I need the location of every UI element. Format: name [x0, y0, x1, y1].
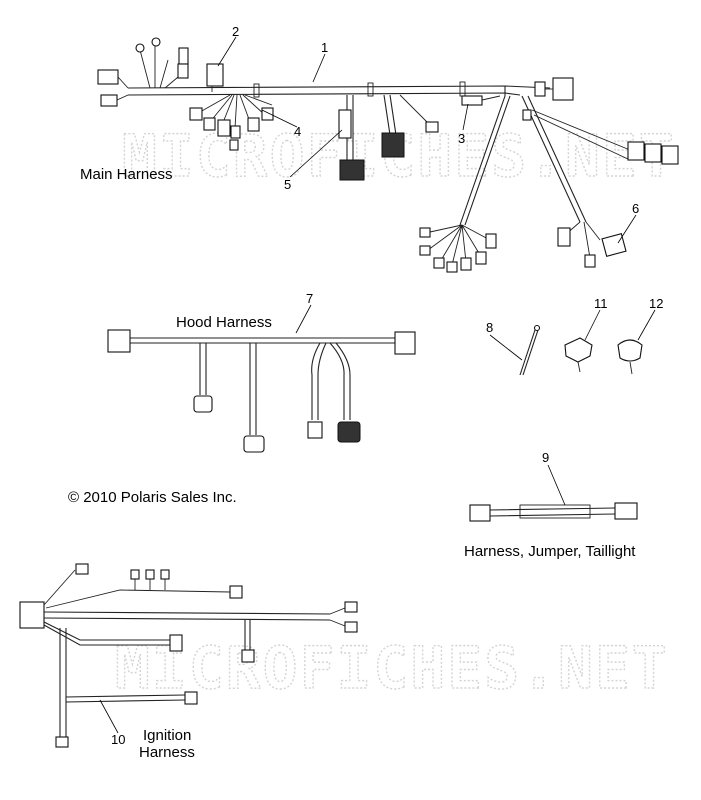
clip [617, 339, 643, 362]
connector [460, 257, 472, 271]
connector [307, 421, 323, 439]
callout-6: 6 [632, 201, 639, 216]
relay [627, 141, 645, 161]
callout-12: 12 [649, 296, 663, 311]
connector [189, 107, 203, 121]
connector [557, 227, 571, 247]
connector [229, 139, 239, 151]
hood-harness [107, 329, 416, 453]
callout-2: 2 [232, 24, 239, 39]
connector [337, 421, 361, 443]
caption-jumper-harness: Harness, Jumper, Taillight [464, 543, 636, 560]
connector [469, 504, 491, 522]
connector [193, 395, 213, 413]
connector [425, 121, 439, 133]
connector [419, 245, 431, 256]
connector [534, 81, 546, 97]
connector [19, 601, 45, 629]
callout-10: 10 [111, 732, 125, 747]
connector [522, 109, 532, 121]
ring-terminal [135, 43, 145, 53]
taillight-jumper-harness [469, 502, 638, 522]
connector [461, 95, 483, 106]
connector [584, 254, 596, 268]
connector [206, 63, 224, 87]
callout-4: 4 [294, 124, 301, 139]
relay [661, 145, 679, 165]
callout-11: 11 [594, 296, 608, 311]
main-harness [97, 37, 679, 273]
connector [203, 117, 216, 131]
callout-3: 3 [458, 131, 465, 146]
connector [433, 257, 445, 269]
callout-9: 9 [542, 450, 549, 465]
connector [394, 331, 416, 355]
callout-leaders [99, 36, 656, 734]
connector [381, 132, 405, 158]
callout-7: 7 [306, 291, 313, 306]
connector [339, 159, 365, 181]
callout-1: 1 [321, 40, 328, 55]
connector [614, 502, 638, 520]
connector [217, 119, 231, 137]
connector [601, 233, 627, 257]
caption-main-harness: Main Harness [80, 166, 173, 183]
connector [243, 435, 265, 453]
connector [230, 125, 241, 139]
connector [177, 63, 189, 79]
copyright-text: © 2010 Polaris Sales Inc. [68, 489, 237, 506]
small-parts [519, 324, 643, 376]
connector [475, 251, 487, 265]
connector [107, 329, 131, 353]
caption-hood-harness: Hood Harness [176, 314, 272, 331]
watermark-bottom: MICROFICHES.NET [115, 634, 669, 702]
connector [97, 69, 119, 85]
callout-8: 8 [486, 320, 493, 335]
connector [485, 233, 497, 249]
connector [419, 227, 431, 238]
connector [178, 47, 189, 65]
connector [446, 261, 458, 273]
connector [338, 109, 352, 139]
ignition-harness [19, 563, 358, 748]
caption-ignition-line2: Harness [139, 744, 195, 761]
connector [75, 563, 89, 575]
connector [100, 94, 118, 107]
caption-ignition-line1: Ignition [143, 727, 191, 744]
clip [564, 337, 593, 363]
connector [247, 117, 260, 132]
connector [261, 107, 274, 121]
ring-terminal [151, 37, 161, 47]
callout-5: 5 [284, 177, 291, 192]
relay [644, 143, 662, 163]
connector [552, 77, 574, 101]
